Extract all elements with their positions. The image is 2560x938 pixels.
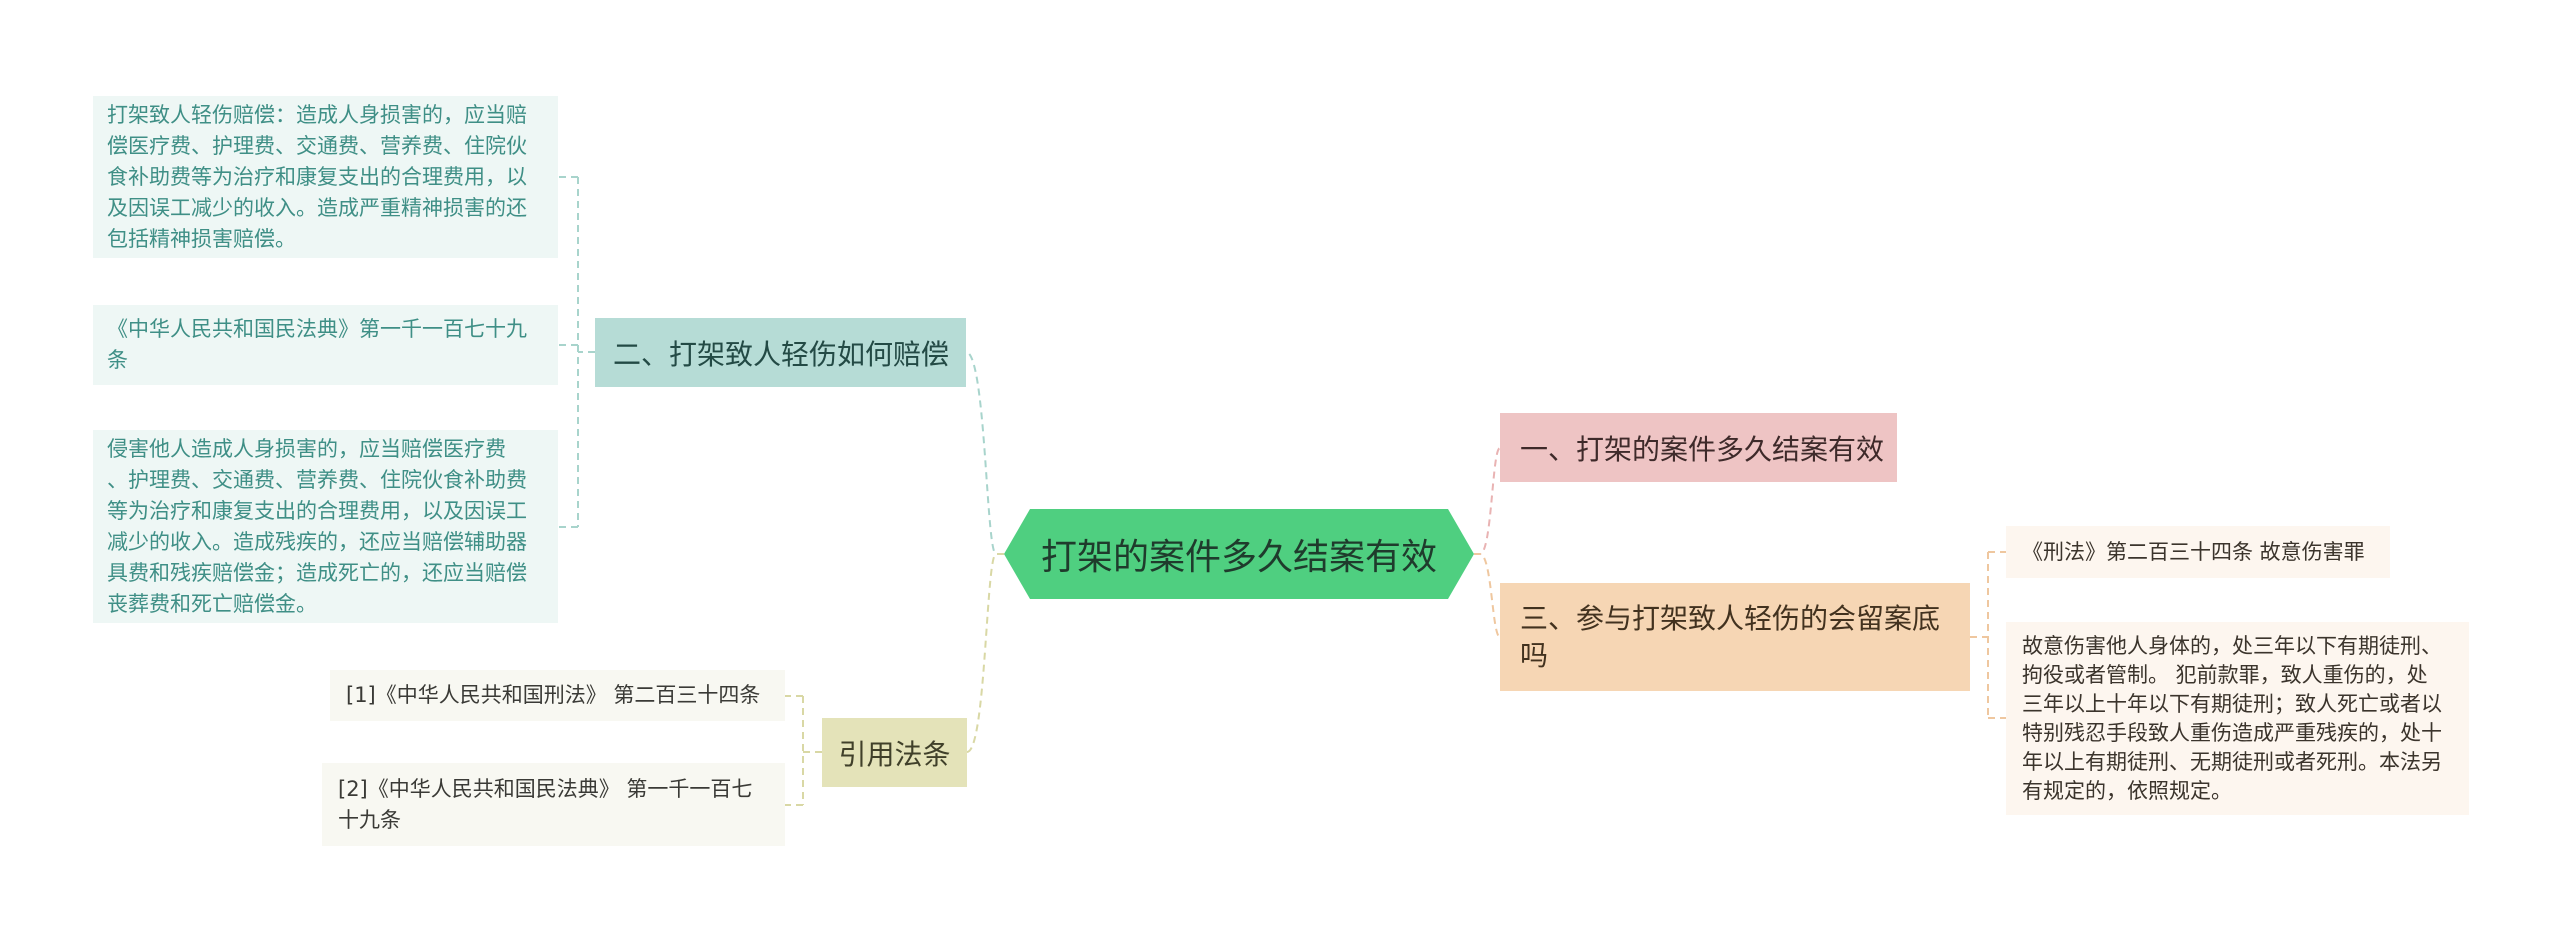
leaf-node-compensation-summary[interactable]: 打架致人轻伤赔偿：造成人身损害的，应当赔 偿医疗费、护理费、交通费、营养费、住院… xyxy=(93,96,558,258)
leaf-text: [1]《中华人民共和国刑法》 第二百三十四条 xyxy=(346,683,761,707)
leaf-text: 《中华人民共和国民法典》第一千一百七十九 条 xyxy=(107,317,527,372)
branch-node-1[interactable]: 一、打架的案件多久结案有效 xyxy=(1500,413,1897,482)
leaf-text: 《刑法》第二百三十四条 故意伤害罪 xyxy=(2022,539,2365,564)
connector-center-b2 xyxy=(965,351,1004,555)
connector-center-b3 xyxy=(1474,553,1501,638)
leaf-text: 打架致人轻伤赔偿：造成人身损害的，应当赔 偿医疗费、护理费、交通费、营养费、住院… xyxy=(107,102,527,251)
branch-node-3[interactable]: 三、参与打架致人轻伤的会留案底 吗 xyxy=(1500,583,1970,691)
connector-b3-leaves xyxy=(1970,551,2006,719)
leaf-node-reference-1[interactable]: [1]《中华人民共和国刑法》 第二百三十四条 xyxy=(330,670,785,721)
central-topic[interactable]: 打架的案件多久结案有效 xyxy=(1004,509,1474,599)
leaf-node-criminal-law-text[interactable]: 故意伤害他人身体的，处三年以下有期徒刑、 拘役或者管制。 犯前款罪，致人重伤的，… xyxy=(2006,622,2469,815)
connector-center-b4 xyxy=(966,553,1004,753)
leaf-node-criminal-law-article[interactable]: 《刑法》第二百三十四条 故意伤害罪 xyxy=(2006,526,2390,578)
branch-1-label: 一、打架的案件多久结案有效 xyxy=(1520,432,1885,466)
leaf-text: [2]《中华人民共和国民法典》 第一千一百七 十九条 xyxy=(338,776,753,832)
leaf-node-civil-code-text[interactable]: 侵害他人造成人身损害的，应当赔偿医疗费 、护理费、交通费、营养费、住院伙食补助费… xyxy=(93,430,558,623)
branch-references-label: 引用法条 xyxy=(838,737,951,771)
central-topic-label: 打架的案件多久结案有效 xyxy=(1040,537,1437,578)
leaf-node-reference-2[interactable]: [2]《中华人民共和国民法典》 第一千一百七 十九条 xyxy=(322,763,785,846)
branch-node-references[interactable]: 引用法条 xyxy=(822,718,967,787)
leaf-text: 侵害他人造成人身损害的，应当赔偿医疗费 、护理费、交通费、营养费、住院伙食补助费… xyxy=(107,436,527,616)
branch-2-label: 二、打架致人轻伤如何赔偿 xyxy=(613,337,950,371)
branch-3-label: 三、参与打架致人轻伤的会留案底 吗 xyxy=(1520,602,1941,672)
branch-node-2[interactable]: 二、打架致人轻伤如何赔偿 xyxy=(595,318,966,387)
connector-center-b1 xyxy=(1474,447,1501,555)
leaf-node-civil-code-article[interactable]: 《中华人民共和国民法典》第一千一百七十九 条 xyxy=(93,305,558,385)
connector-b4-leaves xyxy=(785,695,822,806)
connector-b2-leaves xyxy=(558,176,595,528)
leaf-text: 故意伤害他人身体的，处三年以下有期徒刑、 拘役或者管制。 犯前款罪，致人重伤的，… xyxy=(2022,633,2442,803)
